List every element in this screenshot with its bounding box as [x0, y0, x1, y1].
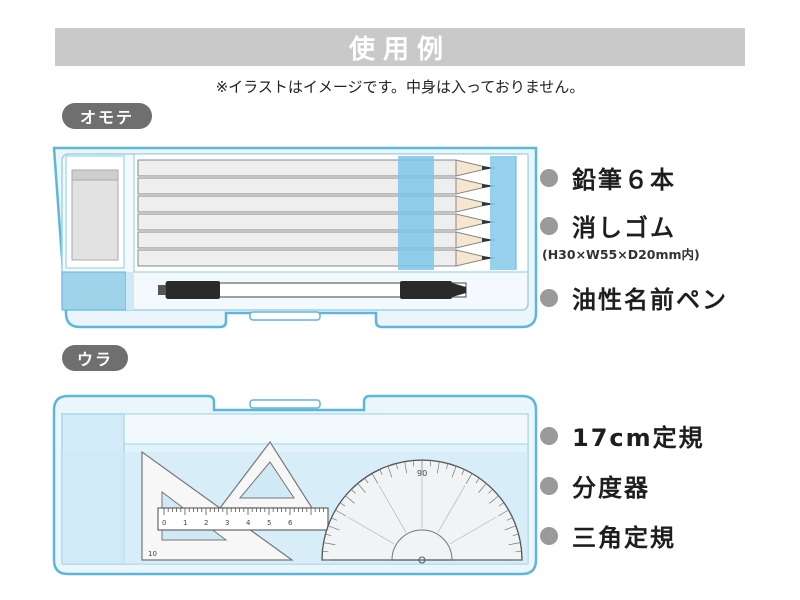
- protractor-tick: [387, 465, 393, 478]
- section-label-back: ウラ: [62, 345, 128, 371]
- ruler-tick-label: 3: [225, 519, 229, 527]
- protractor-tick: [331, 517, 337, 521]
- feature-protractor: 分度器: [540, 468, 650, 503]
- protractor-tick: [364, 477, 369, 484]
- bullet-dot-icon: [540, 288, 558, 307]
- bullet-dot-icon: [540, 216, 558, 235]
- protractor-tick: [488, 489, 493, 494]
- header-banner: 使用例: [55, 28, 745, 66]
- protractor-tick: [339, 502, 346, 507]
- protractor-tick: [498, 509, 509, 517]
- protractor-tick: [322, 550, 329, 553]
- protractor-tick: [515, 550, 522, 553]
- bullet-dot-icon: [540, 168, 558, 187]
- protractor-tick: [404, 461, 408, 474]
- ruler-tick-label: 6: [288, 519, 293, 527]
- feature-pencils: 鉛筆６本: [540, 160, 676, 195]
- protractor-tick: [445, 463, 449, 470]
- protractor-tick: [325, 533, 332, 537]
- pencil-case-back-illustration: 90 10 0 1 2 3 4 5 6: [52, 394, 538, 576]
- bullet-dot-icon: [540, 426, 558, 445]
- protractor-tick: [351, 489, 356, 494]
- page-title: 使用例: [348, 34, 451, 65]
- protractor-tick: [357, 483, 366, 493]
- section-label-front: オモテ: [62, 103, 152, 129]
- bullet-dot-icon: [540, 476, 558, 495]
- protractor-center-label: 90: [417, 469, 427, 478]
- protractor-tick: [379, 469, 383, 475]
- protractor-spoke: [347, 516, 395, 545]
- feature-marker: 油性名前ペン: [540, 280, 728, 315]
- protractor-icon: [321, 459, 523, 564]
- ruler-tick-label: 1: [183, 519, 187, 527]
- protractor-spoke: [378, 485, 407, 533]
- disclaimer-note: ※イラストはイメージです。中身は入っておりません。: [215, 78, 585, 96]
- pencil-case-front-illustration: [52, 146, 538, 329]
- protractor-tick: [504, 525, 517, 531]
- protractor-tick: [489, 495, 499, 504]
- protractor-tick: [327, 525, 340, 531]
- feature-set-square: 三角定規: [540, 518, 676, 553]
- protractor-tick: [412, 460, 415, 467]
- ruler-tick-label: 5: [267, 519, 271, 527]
- ruler-tick-label: 2: [204, 519, 208, 527]
- protractor-tick: [451, 465, 457, 478]
- protractor-tick: [395, 463, 399, 470]
- feature-eraser-size: (H30×W55×D20mm内): [542, 247, 700, 262]
- ruler-tick-label: 0: [162, 519, 166, 527]
- protractor-tick: [478, 483, 487, 493]
- protractor-tick: [465, 473, 473, 484]
- protractor-tick: [335, 509, 346, 517]
- protractor-spoke: [449, 516, 497, 545]
- protractor-tick: [498, 502, 505, 507]
- bullet-dot-icon: [540, 526, 558, 545]
- protractor-tick: [512, 533, 519, 537]
- protractor-tick: [323, 542, 336, 546]
- protractor-tick: [507, 517, 513, 521]
- protractor-tick: [475, 477, 480, 484]
- protractor-tick: [345, 495, 355, 504]
- protractor-tick: [508, 542, 521, 546]
- feature-eraser: 消しゴム: [540, 208, 676, 243]
- feature-ruler: 17cm定規: [540, 418, 705, 453]
- protractor-spoke: [437, 485, 466, 533]
- protractor-tick: [461, 469, 465, 475]
- ruler-tick-label: 4: [246, 519, 251, 527]
- triangle-label: 10: [148, 550, 157, 558]
- protractor-tick: [429, 460, 432, 467]
- protractor-tick: [436, 461, 440, 474]
- protractor-tick: [371, 473, 379, 484]
